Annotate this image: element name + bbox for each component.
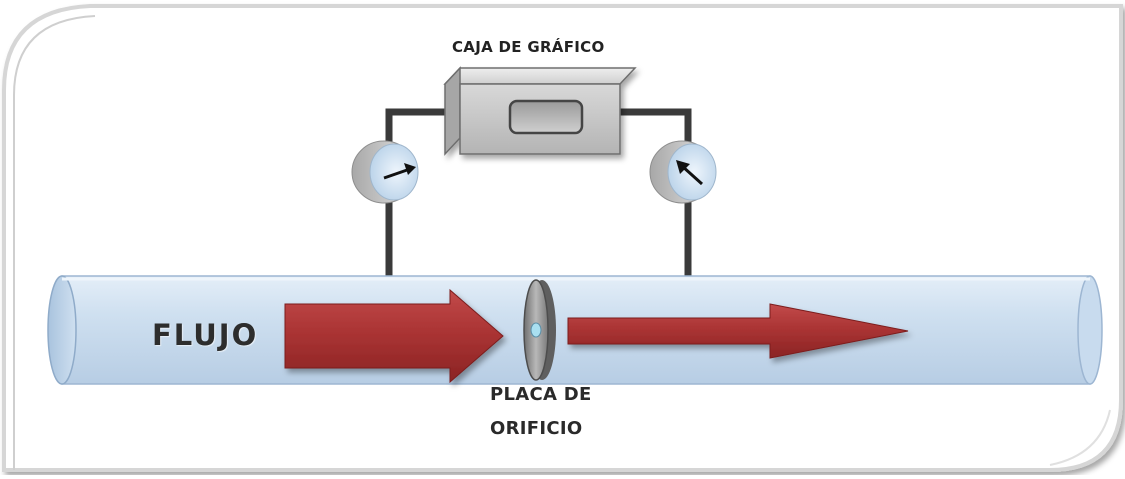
pipe-left-end: [47, 275, 77, 385]
orifice-plate: [523, 279, 556, 381]
chart-box: [443, 66, 637, 156]
flow-label: FLUJO: [152, 318, 259, 352]
pressure-gauge-icon: [649, 140, 717, 204]
inflow-arrow: [284, 288, 504, 384]
chart-box-label: CAJA DE GRÁFICO: [452, 38, 605, 56]
connector-lines: [385, 108, 692, 282]
right-tap-line: [618, 108, 692, 282]
orifice-plate-label-line1: PLACA DE: [490, 384, 592, 405]
pipe-right-end: [1077, 275, 1103, 385]
orifice-plate-label-line2: ORIFICIO: [490, 418, 583, 439]
orifice-hole: [530, 322, 542, 338]
chart-box-side: [444, 66, 461, 156]
pressure-gauge-icon: [351, 140, 419, 204]
chart-box-window: [508, 99, 584, 135]
chart-box-top: [443, 67, 637, 85]
outflow-arrow: [567, 303, 909, 359]
left-tap-line: [385, 108, 456, 282]
